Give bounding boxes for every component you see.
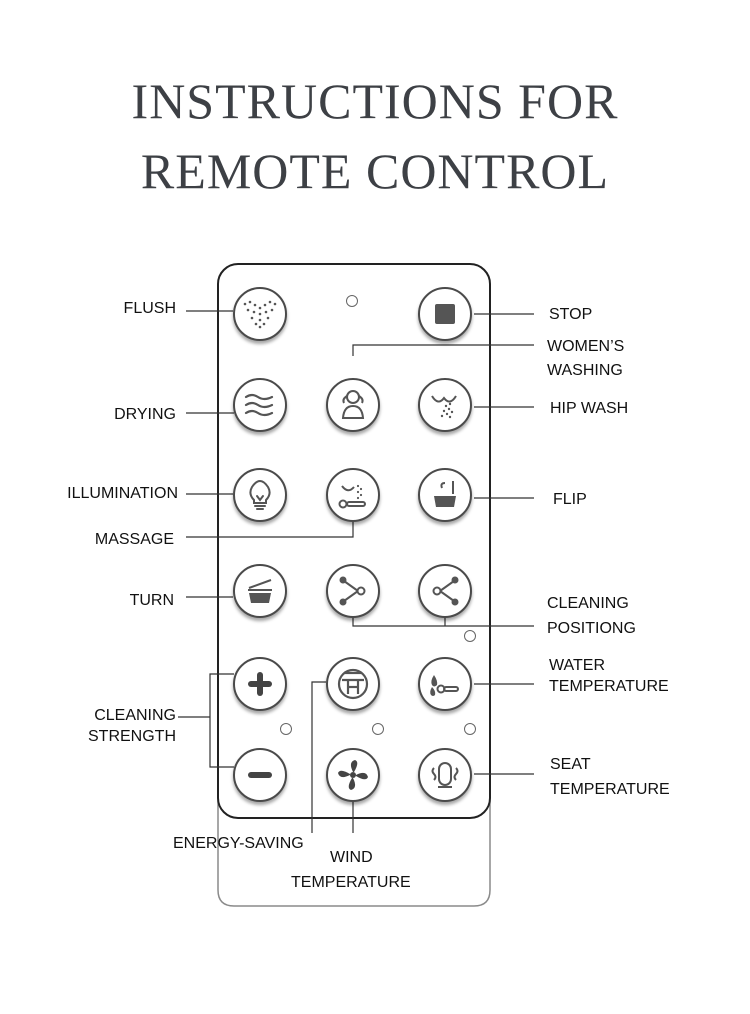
remote-upper-panel [217, 263, 491, 819]
woman-icon [341, 390, 365, 419]
label-cleaning-strength-line1: CLEANING [94, 707, 176, 724]
indicator-led-top [346, 295, 358, 307]
label-turn: TURN [129, 592, 174, 609]
label-water-temperature-line1: WATER [549, 657, 605, 674]
label-stop: STOP [549, 306, 593, 323]
label-massage: MASSAGE [94, 531, 174, 548]
cleaning-strength-minus-button[interactable] [233, 748, 287, 802]
indicator-led-energy [372, 723, 384, 735]
massage-button[interactable] [326, 468, 380, 522]
water-temperature-button[interactable] [418, 657, 472, 711]
label-drying: DRYING [114, 406, 176, 423]
indicator-led-seat [464, 723, 476, 735]
label-water-temperature-line2: TEMPERATURE [549, 678, 669, 695]
title-line-2: REMOTE CONTROL [140, 143, 610, 199]
indicator-led-strength [280, 723, 292, 735]
womens-washing-button[interactable] [326, 378, 380, 432]
water-drop-thermometer-icon [430, 675, 459, 696]
plus-icon [248, 672, 272, 696]
leader-lines [178, 310, 534, 833]
label-wind-temperature-line1: WIND [330, 849, 373, 866]
toilet-lid-open-icon [434, 481, 456, 507]
label-seat-temperature-line2: TEMPERATURE [550, 781, 670, 798]
hip-wash-button[interactable] [418, 378, 472, 432]
hip-wash-icon [431, 395, 457, 419]
label-flip: FLIP [553, 491, 587, 508]
remote-lower-body [217, 790, 491, 907]
cleaning-strength-plus-button[interactable] [233, 657, 287, 711]
label-cleaning-positioning-line1: CLEANING [547, 595, 629, 612]
label-seat-temperature-line1: SEAT [550, 756, 591, 773]
turn-button[interactable] [233, 564, 287, 618]
cleaning-position-back-button[interactable] [326, 564, 380, 618]
flush-button[interactable] [233, 287, 287, 341]
label-energy-saving: ENERGY-SAVING [173, 835, 304, 852]
title-line-1: INSTRUCTIONS FOR [131, 73, 619, 129]
label-womens-washing-line2: WASHING [547, 362, 623, 379]
drying-button[interactable] [233, 378, 287, 432]
label-hip-wash: HIP WASH [550, 400, 629, 417]
label-illumination: ILLUMINATION [67, 485, 178, 502]
branch-right-icon [339, 576, 366, 606]
indicator-led-water-temp [464, 630, 476, 642]
label-cleaning-strength-line2: STRENGTH [88, 728, 176, 745]
stop-icon [435, 304, 455, 324]
energy-saving-icon [337, 668, 369, 700]
fan-icon [338, 760, 368, 790]
label-cleaning-positioning-line2: POSITIONG [547, 620, 636, 637]
stop-button[interactable] [418, 287, 472, 341]
flip-button[interactable] [418, 468, 472, 522]
energy-saving-button[interactable] [326, 657, 380, 711]
flush-icon [243, 300, 277, 329]
label-flush: FLUSH [123, 300, 176, 317]
seat-temperature-button[interactable] [418, 748, 472, 802]
massage-icon [338, 484, 366, 509]
light-bulb-icon [249, 479, 271, 510]
cleaning-position-forward-button[interactable] [418, 564, 472, 618]
minus-icon [248, 772, 272, 778]
illumination-button[interactable] [233, 468, 287, 522]
seat-heat-icon [431, 762, 459, 788]
label-wind-temperature-line2: TEMPERATURE [291, 874, 411, 891]
label-womens-washing-line1: WOMEN’S [547, 338, 625, 355]
toilet-turn-icon [248, 579, 272, 603]
branch-left-icon [432, 576, 459, 606]
wind-temperature-button[interactable] [326, 748, 380, 802]
drying-waves-icon [244, 393, 274, 417]
